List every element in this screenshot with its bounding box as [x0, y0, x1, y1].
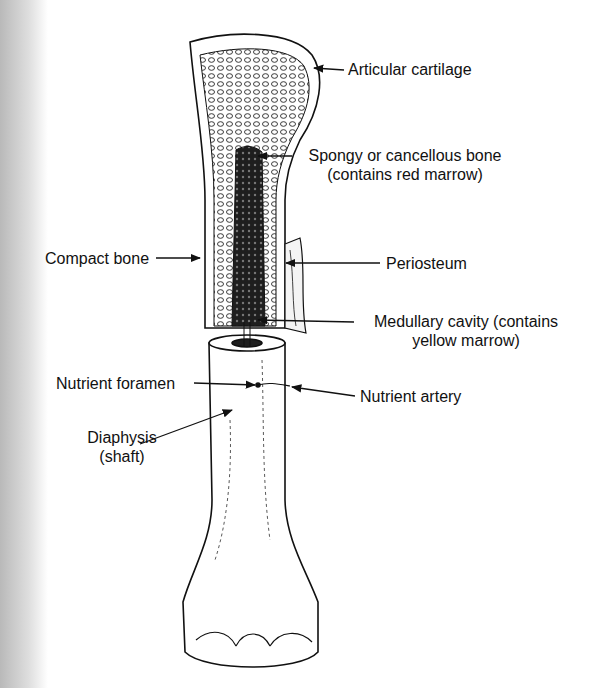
diaphysis-shaft — [183, 322, 318, 667]
part-label: Spongy or cancellous bone (contains red … — [292, 146, 518, 184]
part-label: Nutrient foramen — [56, 374, 206, 393]
proximal-section — [190, 34, 320, 333]
part-label: Periosteum — [386, 254, 536, 273]
part-label: Articular cartilage — [348, 60, 548, 79]
page-shade — [0, 0, 48, 688]
part-label: Nutrient artery — [360, 387, 520, 406]
leader-lines — [140, 68, 380, 444]
part-label: Compact bone — [45, 249, 165, 268]
part-label: Medullary cavity (contains yellow marrow… — [358, 312, 574, 350]
part-label: Diaphysis (shaft) — [76, 428, 168, 466]
